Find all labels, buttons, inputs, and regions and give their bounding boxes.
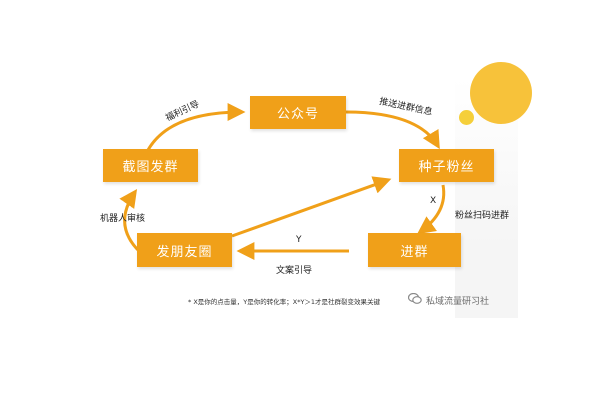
node-jinqun: 进群 xyxy=(368,233,461,267)
node-jietu: 截图发群 xyxy=(103,149,198,182)
edge-label-y: Y xyxy=(296,235,302,245)
arrow-gongzhonghao-to-zhongzi xyxy=(345,110,440,150)
watermark-text: 私域流量研习社 xyxy=(426,296,490,307)
edge-label-x: X xyxy=(430,196,437,206)
node-gongzhonghao: 公众号 xyxy=(250,96,346,129)
node-fapengyouquan: 发朋友圈 xyxy=(137,233,232,267)
wechat-icon xyxy=(407,292,422,307)
decorative-circle-large xyxy=(470,62,532,124)
watermark: 私域流量研习社 xyxy=(407,292,490,307)
edge-label-fensi: 粉丝扫码进群 xyxy=(455,211,510,221)
decorative-circle-small xyxy=(459,110,474,125)
footnote-text: * X是你的点击量，Y是你的转化率；X*Y＞1才是社群裂变效果关键 xyxy=(188,298,381,306)
arrow-jietu-to-gongzhonghao xyxy=(146,103,246,151)
edge-label-jiqiren: 机器人审核 xyxy=(100,214,146,224)
arrow-fapengyouquan-to-zhongzi xyxy=(231,176,392,238)
arrow-fapengyouquan-to-jietu xyxy=(119,189,142,254)
edge-label-wenan: 文案引导 xyxy=(276,266,313,276)
node-zhongzi: 种子粉丝 xyxy=(399,149,494,182)
arrow-zhongzi-to-jinqun xyxy=(417,184,446,235)
